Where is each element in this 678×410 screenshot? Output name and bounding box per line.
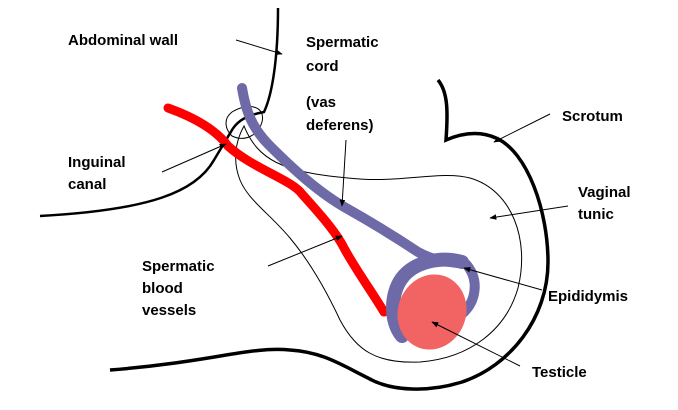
label-inguinal-canal-line1: Inguinal xyxy=(68,154,126,171)
inguinal-canal-outline xyxy=(225,106,264,139)
label-spermatic-cord-line1: Spermatic xyxy=(306,34,379,51)
inguinal-canal-leader xyxy=(161,143,227,173)
testicle-leader xyxy=(431,321,521,367)
scrotum-outline xyxy=(109,78,550,391)
label-scrotum: Scrotum xyxy=(562,108,623,125)
label-blood-vessels-line2: blood xyxy=(142,280,183,297)
spermatic-blood-vessels xyxy=(163,103,389,317)
label-inguinal-canal-line2: canal xyxy=(68,176,107,193)
vas-deferens-leader xyxy=(339,139,347,207)
label-vas-deferens-line2: deferens) xyxy=(306,117,374,134)
epididymis-leader xyxy=(463,267,543,291)
vaginal-tunic-outline xyxy=(235,124,523,363)
scrotum-leader xyxy=(493,113,551,143)
label-vaginal-tunic-line1: Vaginal xyxy=(578,184,631,201)
epididymis xyxy=(386,252,469,343)
vaginal-tunic-leader xyxy=(489,205,569,220)
label-blood-vessels-line1: Spermatic xyxy=(142,258,215,275)
abdominal-wall-leader xyxy=(235,39,283,55)
label-vas-deferens-line1: (vas xyxy=(306,94,337,111)
blood-vessels-leader xyxy=(267,235,343,267)
label-vaginal-tunic-line2: tunic xyxy=(578,206,614,223)
label-blood-vessels-line3: vessels xyxy=(142,302,197,319)
label-testicle: Testicle xyxy=(532,364,587,381)
abdominal-wall-outline xyxy=(39,7,280,218)
label-epididymis: Epididymis xyxy=(548,288,629,305)
label-abdominal-wall: Abdominal wall xyxy=(68,32,179,49)
label-spermatic-cord-line2: cord xyxy=(306,58,339,75)
